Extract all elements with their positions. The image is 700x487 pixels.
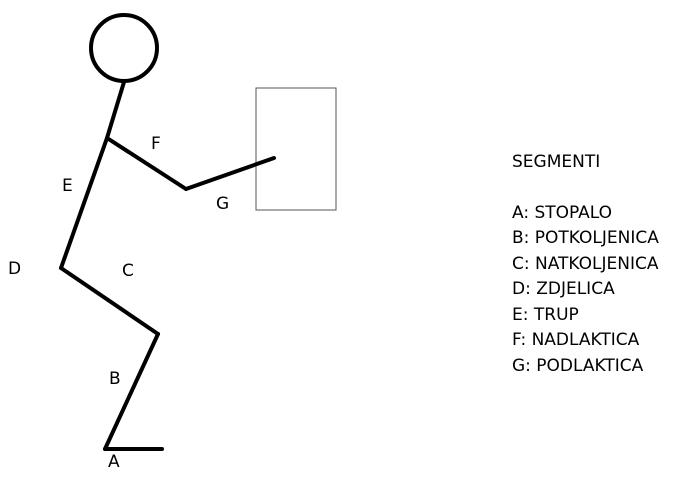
segment-legend: SEGMENTI A: STOPALO B: POTKOLJENICA C: N… [512,150,659,379]
legend-item: G: PODLAKTICA [512,355,644,376]
held-box [255,87,337,211]
legend-title: SEGMENTI [512,152,601,172]
legend-item: B: POTKOLJENICA [512,228,659,248]
segment-c-thigh-line [59,266,160,336]
label-c: C [122,261,134,281]
segment-b-shank-line [103,332,160,451]
label-a: A [108,452,120,472]
neck-line [105,80,126,140]
label-e: E [62,176,73,196]
label-g: G [216,194,229,214]
segment-g-forearm-line [184,156,276,191]
segment-f-upper-arm-line [105,136,188,191]
label-f: F [151,134,161,154]
legend-list: A: STOPALO B: POTKOLJENICA C: NATKOLJENI… [512,201,659,380]
head-circle [89,13,159,83]
legend-item: F: NADLAKTICA [512,330,640,350]
label-b: B [109,369,121,389]
legend-item: A: STOPALO [512,202,613,223]
legend-item: E: TRUP [512,304,579,325]
legend-item: C: NATKOLJENICA [512,253,659,274]
label-d: D [8,259,21,279]
segment-e-trunk-line [59,136,109,270]
legend-item: D: ZDJELICA [512,279,615,299]
